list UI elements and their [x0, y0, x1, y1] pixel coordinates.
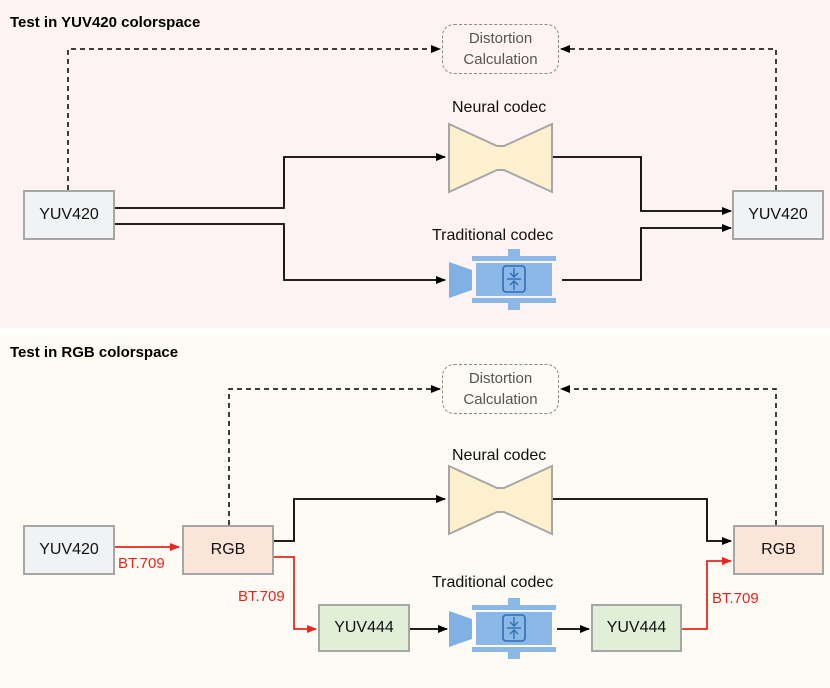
top-neural-codec-icon — [448, 122, 553, 194]
top-distortion-line2: Calculation — [463, 51, 538, 68]
bottom-neural-codec-icon — [448, 464, 553, 536]
bt709-label-rgb-to-yuv444: BT.709 — [238, 588, 285, 605]
bottom-flow-arrows — [273, 495, 732, 633]
bottom-output-yuv444-box: YUV444 — [591, 604, 682, 652]
bottom-distortion-line2: Calculation — [463, 391, 538, 408]
top-traditional-codec-icon — [449, 249, 556, 310]
top-distortion-calculation-node: Distortion Calculation — [442, 24, 559, 74]
bottom-neural-codec-label: Neural codec — [452, 447, 547, 464]
bottom-input-yuv444-box: YUV444 — [318, 604, 410, 652]
top-panel — [0, 0, 830, 328]
bottom-distortion-dashed-arrows — [228, 385, 777, 525]
top-traditional-codec-label: Traditional codec — [432, 227, 554, 244]
top-distortion-dashed-arrows — [67, 45, 777, 190]
bottom-panel-title: Test in RGB colorspace — [10, 344, 179, 361]
bottom-distortion-calculation-node: Distortion Calculation — [442, 364, 559, 414]
bottom-input-rgb-box: RGB — [182, 525, 274, 575]
top-input-yuv420-box: YUV420 — [23, 190, 115, 240]
top-output-yuv420-box: YUV420 — [732, 190, 824, 240]
top-neural-codec-label: Neural codec — [452, 99, 547, 116]
bt709-label-yuv420-to-rgb: BT.709 — [118, 555, 165, 572]
bottom-distortion-line1: Distortion — [468, 370, 533, 387]
bottom-input-yuv420-box: YUV420 — [23, 525, 115, 575]
bottom-traditional-codec-icon — [449, 598, 556, 659]
bt709-label-yuv444-to-rgb: BT.709 — [712, 590, 759, 607]
top-panel-title: Test in YUV420 colorspace — [10, 14, 201, 31]
top-distortion-line1: Distortion — [468, 30, 533, 47]
bottom-traditional-codec-label: Traditional codec — [432, 574, 554, 591]
bottom-output-rgb-box: RGB — [733, 525, 824, 575]
top-flow-arrows — [114, 153, 732, 284]
bottom-conversion-arrows — [114, 543, 732, 633]
